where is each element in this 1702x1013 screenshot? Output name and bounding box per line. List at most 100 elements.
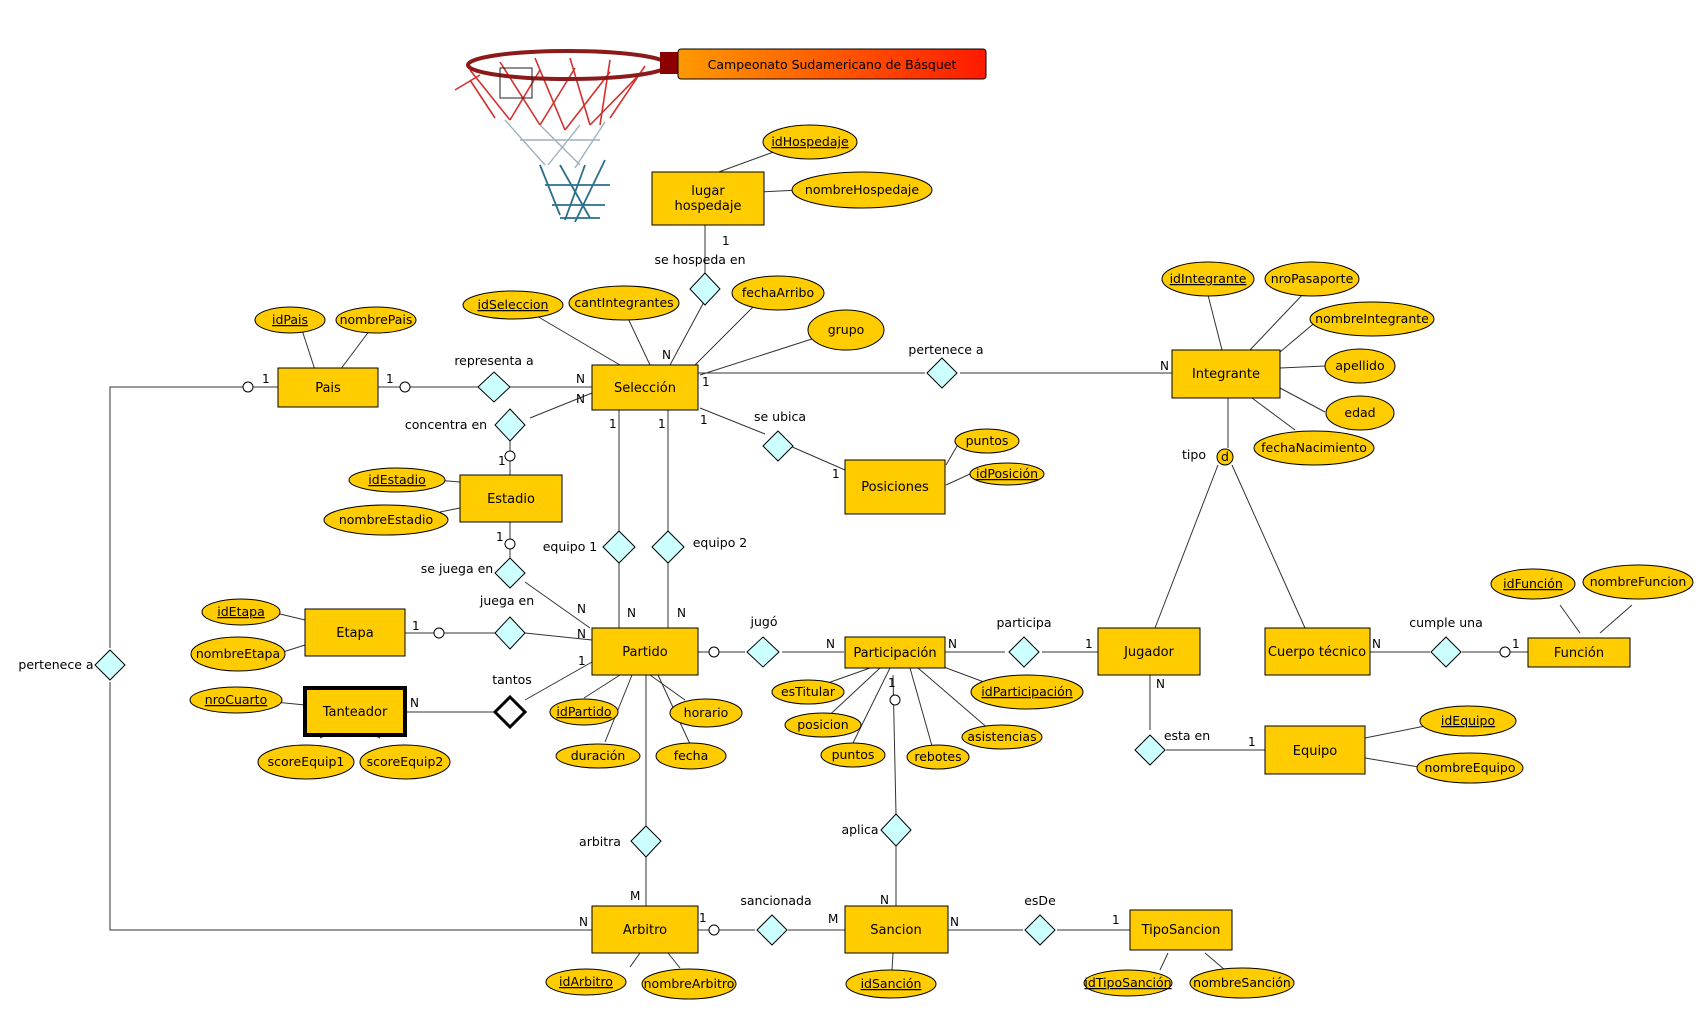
attr-idEstadio[interactable]: idEstadio xyxy=(348,467,446,493)
rel-pertenece-a-pais[interactable] xyxy=(94,649,126,681)
rel-arbitra[interactable] xyxy=(630,825,662,858)
attr-idPais[interactable]: idPais xyxy=(254,306,326,334)
attr-rebotes[interactable]: rebotes xyxy=(906,744,970,770)
attr-nroPasaporte[interactable]: nroPasaporte xyxy=(1264,261,1360,297)
rel-label: cumple una xyxy=(1409,615,1483,630)
entity-arbitro[interactable]: Arbitro xyxy=(591,905,699,954)
attr-apellido[interactable]: apellido xyxy=(1324,348,1396,384)
title-banner: Campeonato Sudamericano de Básquet xyxy=(677,48,987,80)
rel-jugo[interactable] xyxy=(746,636,780,668)
entity-sancion[interactable]: Sancion xyxy=(844,905,949,954)
attr-nombreFuncion[interactable]: nombreFuncion xyxy=(1582,564,1694,600)
attr-nombreArbitro[interactable]: nombreArbitro xyxy=(641,968,737,1000)
rel-aplica[interactable] xyxy=(880,813,912,847)
svg-text:1: 1 xyxy=(832,467,840,481)
entity-label: Equipo xyxy=(1293,744,1338,759)
attr-nombrePais[interactable]: nombrePais xyxy=(335,306,417,334)
attr-duracion[interactable]: duración xyxy=(555,743,641,769)
svg-text:idEquipo: idEquipo xyxy=(1441,713,1495,728)
entity-label: lugar xyxy=(691,184,725,199)
attr-puntos-participacion[interactable]: puntos xyxy=(820,742,886,768)
entity-label: Estadio xyxy=(487,492,535,507)
attr-asistencias[interactable]: asistencias xyxy=(961,724,1043,750)
attr-idEquipo[interactable]: idEquipo xyxy=(1419,705,1517,737)
entity-posiciones[interactable]: Posiciones xyxy=(844,459,946,515)
entity-equipo[interactable]: Equipo xyxy=(1264,725,1366,775)
entity-label: Función xyxy=(1554,646,1604,661)
rel-equipo-2[interactable] xyxy=(651,530,685,564)
entity-partido[interactable]: Partido xyxy=(591,627,699,676)
attr-idEtapa[interactable]: idEtapa xyxy=(201,598,281,626)
attr-idIntegrante[interactable]: idIntegrante xyxy=(1161,261,1255,297)
entity-participacion[interactable]: Participación xyxy=(844,636,946,669)
svg-text:N: N xyxy=(1160,359,1169,373)
rel-representa-a[interactable] xyxy=(477,371,511,403)
attr-grupo[interactable]: grupo xyxy=(807,309,885,351)
entity-label: Jugador xyxy=(1123,645,1174,660)
disjoint-marker[interactable]: d xyxy=(1216,448,1234,466)
rel-concentra-en[interactable] xyxy=(494,408,526,442)
attr-cantIntegrantes[interactable]: cantIntegrantes xyxy=(568,285,680,321)
entity-pais[interactable]: Pais xyxy=(277,367,379,408)
entity-estadio[interactable]: Estadio xyxy=(459,474,563,523)
rel-cumple-una[interactable] xyxy=(1430,636,1462,668)
entity-cuerpo-tecnico[interactable]: Cuerpo técnico xyxy=(1264,627,1371,676)
rel-sancionada[interactable] xyxy=(756,914,788,946)
attr-idSeleccion[interactable]: idSeleccion xyxy=(462,290,564,320)
rel-label: esDe xyxy=(1024,893,1056,908)
svg-text:N: N xyxy=(576,392,585,406)
attr-edad[interactable]: edad xyxy=(1325,395,1395,431)
svg-text:1: 1 xyxy=(1112,913,1120,927)
attr-idPartido[interactable]: idPartido xyxy=(549,698,619,726)
attr-esTitular[interactable]: esTitular xyxy=(771,679,845,705)
rel-se-hospeda-en[interactable] xyxy=(689,272,721,306)
svg-text:N: N xyxy=(577,602,586,616)
entity-tanteador[interactable]: Tanteador xyxy=(303,686,407,737)
rel-tantos[interactable] xyxy=(492,694,528,730)
rel-esta-en[interactable] xyxy=(1134,734,1166,766)
svg-text:1: 1 xyxy=(1248,735,1256,749)
rel-equipo-1[interactable] xyxy=(602,530,636,564)
attr-scoreEquip2[interactable]: scoreEquip2 xyxy=(359,744,451,780)
rel-label: pertenece a xyxy=(908,342,983,357)
attr-scoreEquip1[interactable]: scoreEquip1 xyxy=(257,744,355,780)
entity-seleccion[interactable]: Selección xyxy=(591,364,699,411)
svg-text:nombreHospedaje: nombreHospedaje xyxy=(805,182,919,197)
rel-se-juega-en[interactable] xyxy=(494,557,526,589)
attr-idParticipacion[interactable]: idParticipación xyxy=(970,674,1084,710)
attr-idPosicion[interactable]: idPosición xyxy=(969,462,1045,486)
attr-fecha[interactable]: fecha xyxy=(655,742,727,770)
entity-funcion[interactable]: Función xyxy=(1527,637,1631,668)
rel-label: pertenece a xyxy=(18,657,93,672)
entity-integrante[interactable]: Integrante xyxy=(1171,349,1281,399)
attr-fechaNacimiento[interactable]: fechaNacimiento xyxy=(1253,430,1375,466)
attr-idTipoSancion[interactable]: idTipoSanción xyxy=(1083,969,1173,997)
attr-idHospedaje[interactable]: idHospedaje xyxy=(762,124,858,160)
rel-se-ubica[interactable] xyxy=(762,430,794,462)
attr-nombreEquipo[interactable]: nombreEquipo xyxy=(1416,752,1524,784)
entity-jugador[interactable]: Jugador xyxy=(1097,627,1201,676)
svg-text:idPartido: idPartido xyxy=(556,704,611,719)
rel-juega-en[interactable] xyxy=(494,616,526,650)
attr-nroCuarto[interactable]: nroCuarto xyxy=(189,686,283,714)
attr-idFuncion[interactable]: idFunción xyxy=(1490,568,1576,600)
attr-nombreEstadio[interactable]: nombreEstadio xyxy=(323,504,449,536)
attr-nombreHospedaje[interactable]: nombreHospedaje xyxy=(791,171,933,209)
rel-esDe[interactable] xyxy=(1024,914,1056,946)
entity-tipo-sancion[interactable]: TipoSancion xyxy=(1129,909,1233,951)
attr-horario[interactable]: horario xyxy=(669,698,743,728)
attr-nombreSancion[interactable]: nombreSanción xyxy=(1189,967,1295,999)
attr-nombreEtapa[interactable]: nombreEtapa xyxy=(190,636,286,672)
attr-fechaArribo[interactable]: fechaArribo xyxy=(731,275,825,311)
entity-label: Participación xyxy=(853,646,936,661)
entity-etapa[interactable]: Etapa xyxy=(304,608,406,657)
rel-pertenece-a-integrante[interactable] xyxy=(926,357,958,389)
attr-idSancion[interactable]: idSanción xyxy=(845,969,937,999)
attr-nombreIntegrante[interactable]: nombreIntegrante xyxy=(1309,301,1435,337)
rel-participa[interactable] xyxy=(1008,636,1040,668)
attr-puntos-posiciones[interactable]: puntos xyxy=(954,428,1020,454)
entity-lugar-hospedaje[interactable]: lugar hospedaje xyxy=(651,171,765,226)
svg-text:edad: edad xyxy=(1344,405,1375,420)
attr-posicion[interactable]: posicion xyxy=(784,712,862,738)
attr-idArbitro[interactable]: idArbitro xyxy=(545,968,627,996)
